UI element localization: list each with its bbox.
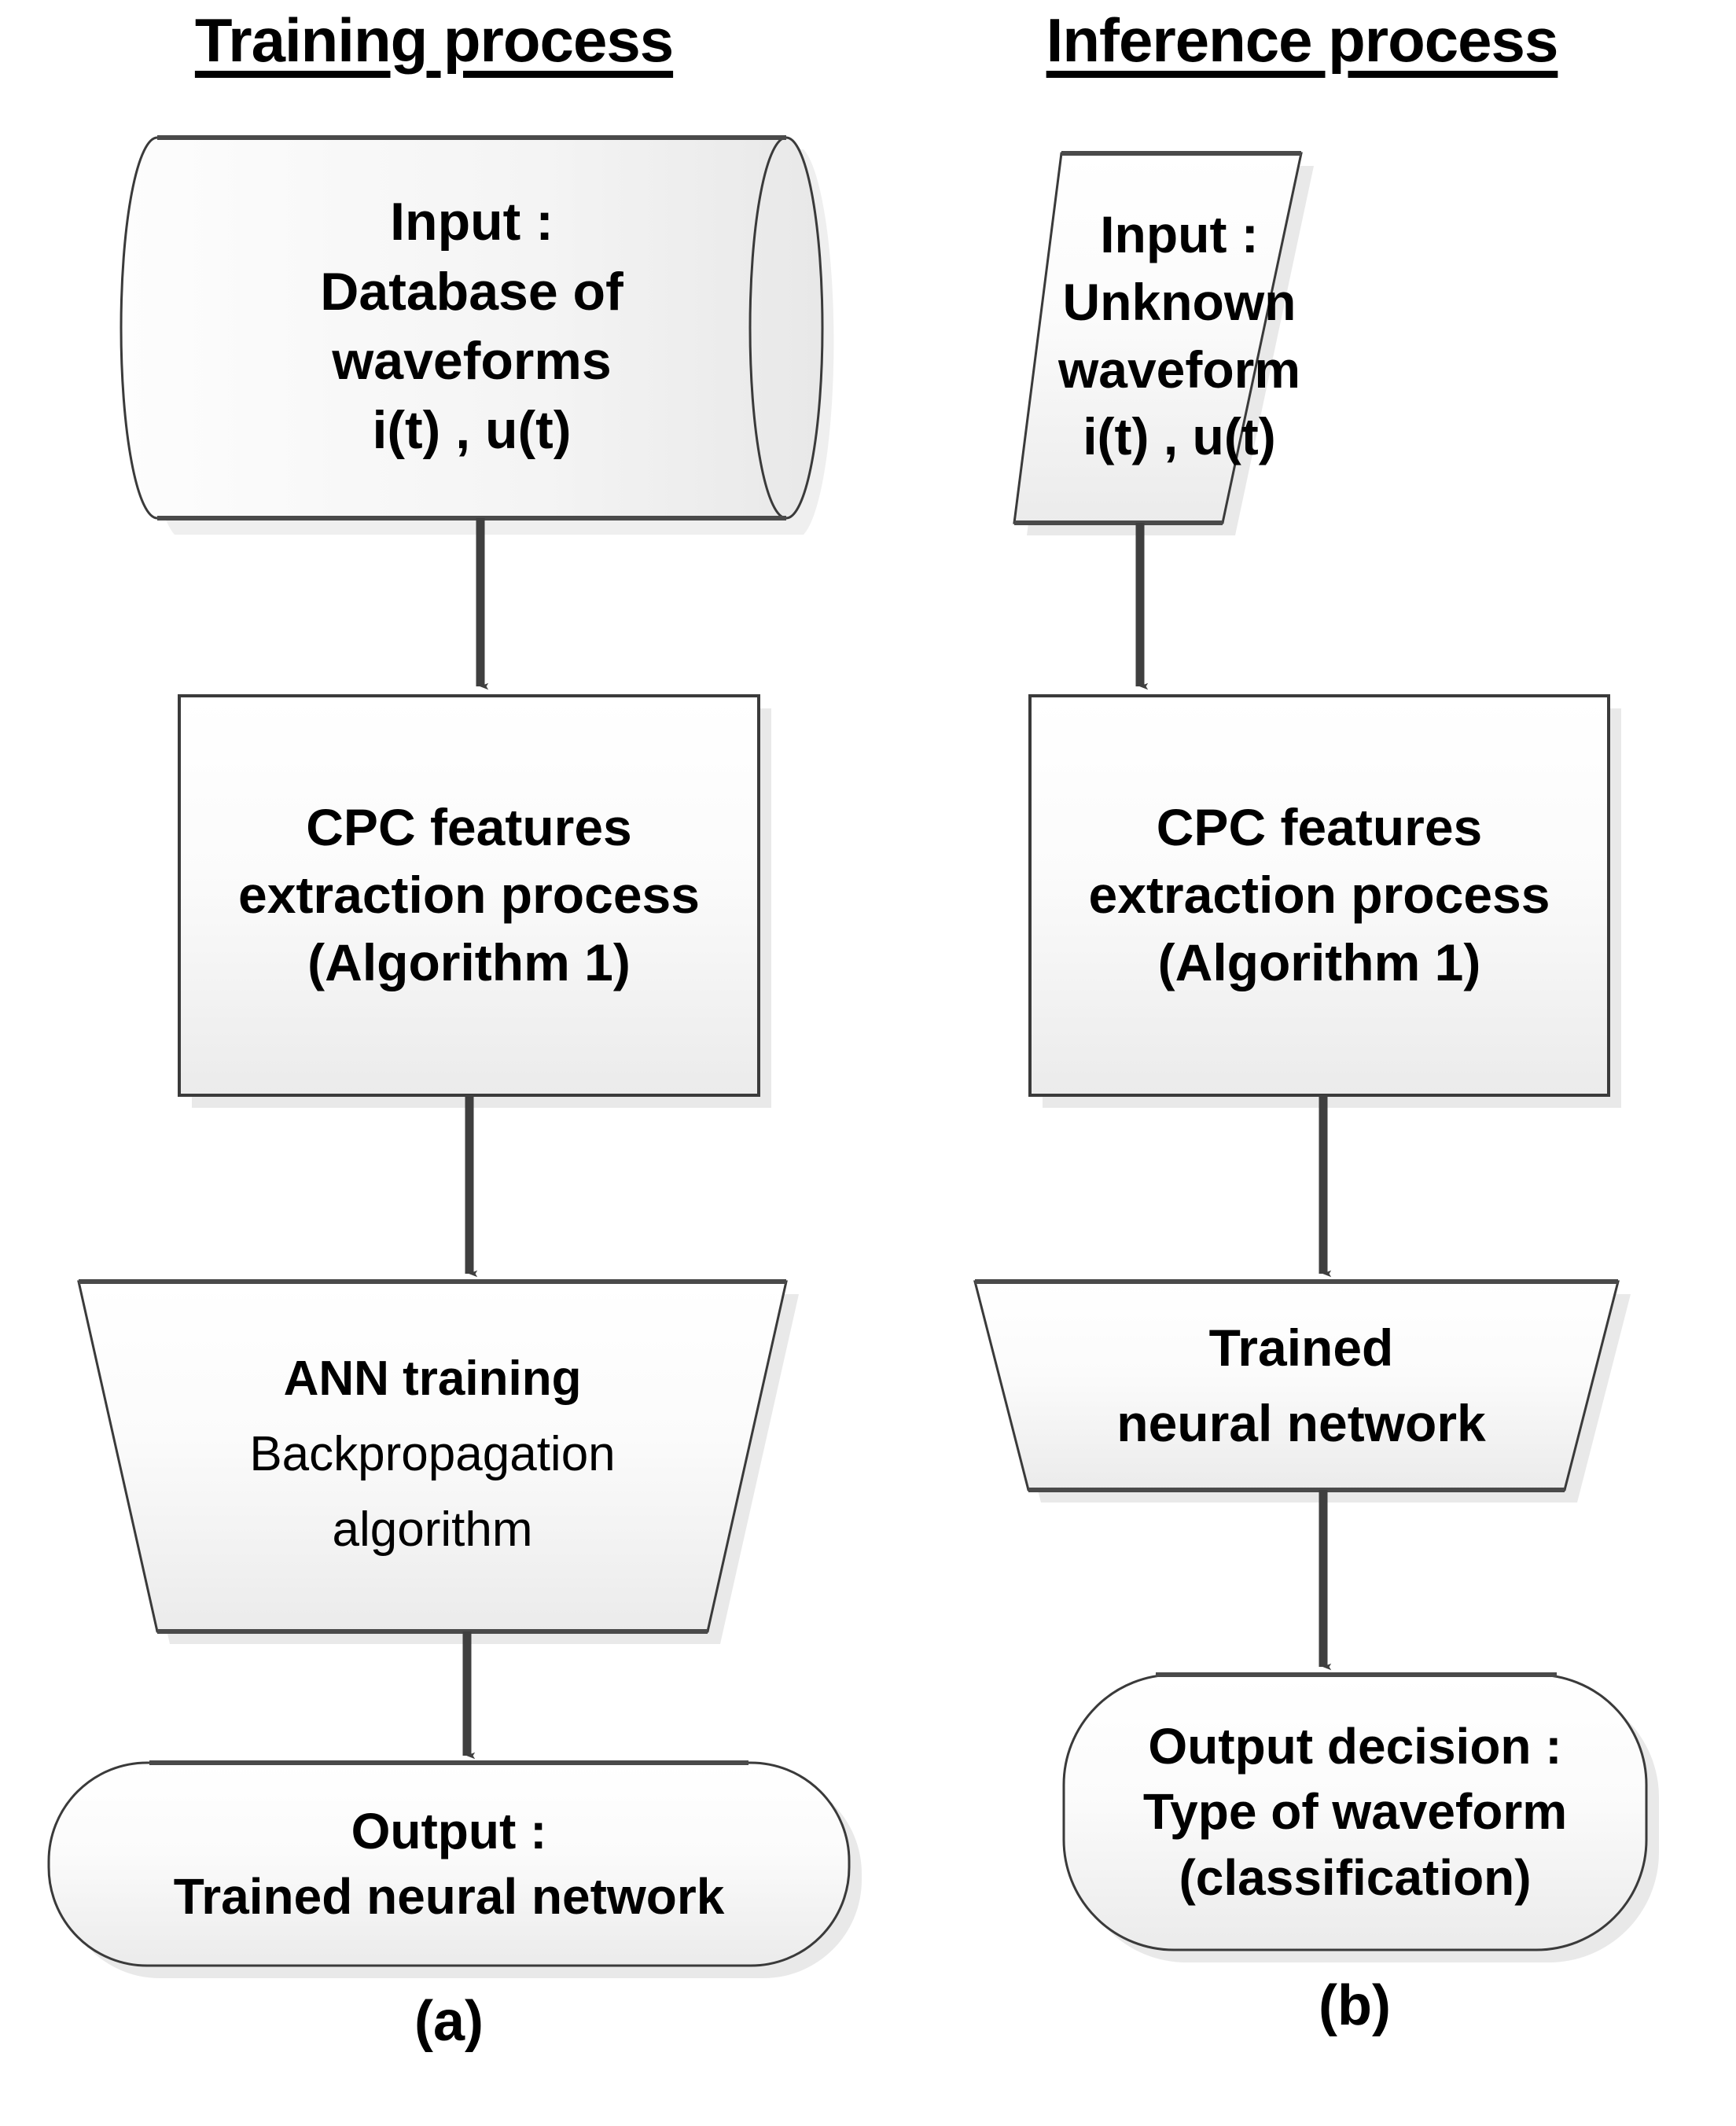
infer-input-shape	[1013, 152, 1303, 524]
train-ann-shape	[77, 1280, 788, 1633]
train-input-shape	[120, 135, 824, 520]
column-heading-training: Training process	[194, 6, 674, 75]
infer-net-shape	[973, 1280, 1620, 1492]
train-output-shape	[47, 1761, 851, 1967]
train-cpc-shape	[178, 694, 760, 1097]
caption-b: (b)	[1319, 1974, 1391, 2037]
caption-a: (a)	[414, 1990, 484, 2053]
infer-output-shape	[1062, 1673, 1648, 1951]
infer-cpc-shape	[1028, 694, 1610, 1097]
column-heading-inference: Inference process	[1046, 6, 1559, 75]
